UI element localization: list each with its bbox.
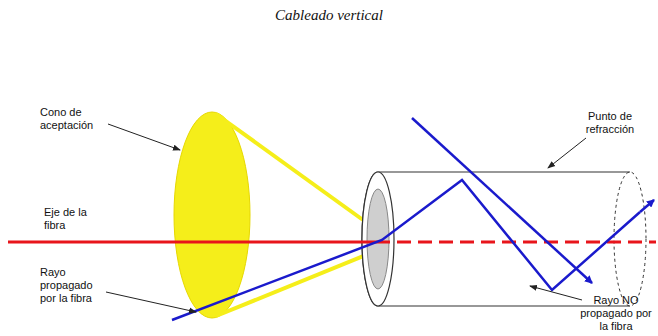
acceptance-cone-base: [174, 112, 250, 318]
non-propagated-ray: [412, 118, 592, 283]
fiber-body: [378, 172, 630, 306]
fiber-axis: [376, 241, 656, 244]
leader-line: [106, 292, 196, 312]
fiber-back-face: [614, 172, 646, 306]
leader-line: [548, 138, 586, 168]
part-label: Eje de la fibra: [44, 206, 106, 232]
part-label: Punto de refracción: [570, 110, 650, 136]
part-label: Cono de aceptación: [40, 106, 110, 132]
fiber-core: [367, 189, 389, 289]
propagated-ray: [640, 200, 654, 212]
propagated-ray: [172, 180, 640, 320]
diagram-title: Cableado vertical: [229, 6, 429, 24]
leader-line: [530, 286, 582, 300]
leader-line: [108, 124, 180, 150]
fiber-front-face: [362, 172, 394, 306]
fiber-axis: [8, 241, 376, 244]
part-label: Rayo propagado por la fibra: [40, 266, 108, 305]
part-label: Rayo NO propagado por la fibra: [578, 294, 654, 333]
